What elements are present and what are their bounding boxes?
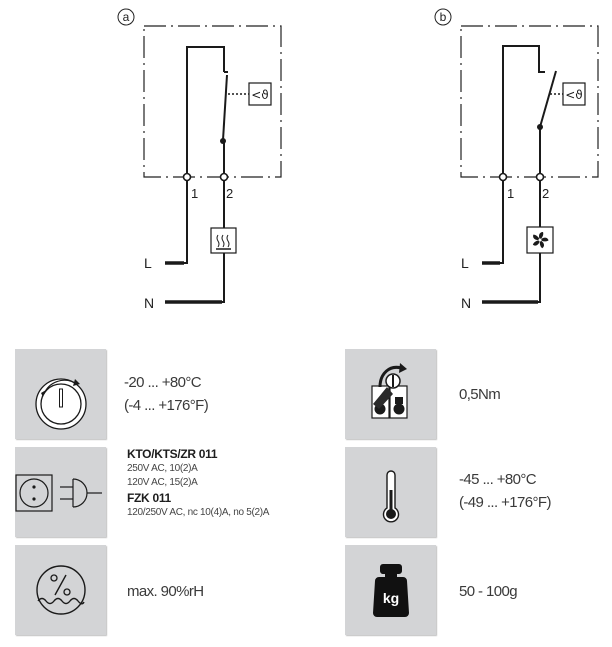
wiring-diagram-b: b <ϑ 1 2 L N xyxy=(434,8,599,311)
setting-range-celsius: -20 ... +80°C xyxy=(124,374,202,391)
neutral-label: N xyxy=(144,295,154,311)
terminal-2 xyxy=(535,172,545,182)
torque-value: 0,5Nm xyxy=(459,386,501,403)
wiring-diagram-a: a <ϑ 1 2 L N xyxy=(117,8,282,311)
setting-range-fahrenheit: (-4 ... +176°F) xyxy=(124,397,209,414)
humidity-icon xyxy=(36,565,86,615)
diagram-id-badge-a: a xyxy=(117,8,135,26)
operating-temperature-fahrenheit: (-49 ... +176°F) xyxy=(459,494,551,511)
live-label: L xyxy=(144,255,152,271)
switch-contact-open xyxy=(539,70,557,128)
model-group-2-title: FZK 011 xyxy=(127,491,171,505)
housing-outline xyxy=(143,25,282,178)
model-group-2-rating-1: 120/250V AC, nc 10(4)A, no 5(2)A xyxy=(127,507,270,518)
thermometer-icon xyxy=(382,470,400,523)
terminal-torque-icon xyxy=(371,363,408,419)
electrical-rating-text: KTO/KTS/ZR 011 250V AC, 10(2)A 120V AC, … xyxy=(127,447,269,520)
wire-terminal-1 xyxy=(502,45,545,174)
weight-icon-label: kg xyxy=(383,590,399,606)
switch-contact-closed xyxy=(222,74,228,141)
weight-text: 50 - 100g xyxy=(459,580,518,603)
terminal-1 xyxy=(182,172,192,182)
operating-temperature-text: -45 ... +80°C (-49 ... +176°F) xyxy=(459,468,551,514)
model-group-1-rating-1: 250V AC, 10(2)A xyxy=(127,463,198,474)
socket-plug-icon xyxy=(15,474,102,512)
temperature-sensor-symbol: <ϑ xyxy=(562,82,586,106)
terminal-1 xyxy=(498,172,508,182)
adjustment-dial-icon xyxy=(35,378,87,430)
diagram-id-label: a xyxy=(123,10,130,24)
humidity-icon-tile xyxy=(15,545,106,635)
weight-icon: kg xyxy=(373,564,409,617)
terminal-torque-icon-tile xyxy=(345,349,436,439)
diagram-id-badge-b: b xyxy=(434,8,452,26)
temperature-sensor-symbol: <ϑ xyxy=(248,82,272,106)
svg-text:<ϑ: <ϑ xyxy=(565,88,582,102)
neutral-label: N xyxy=(461,295,471,311)
fan-icon xyxy=(526,226,554,254)
model-group-1-rating-2: 120V AC, 15(2)A xyxy=(127,477,198,488)
wire-terminal-1 xyxy=(186,46,225,174)
heater-icon xyxy=(210,227,237,254)
terminal-2-label: 2 xyxy=(226,186,233,201)
humidity-value: max. 90%rH xyxy=(127,583,204,600)
thermometer-icon-tile xyxy=(345,447,436,537)
weight-icon-tile: kg xyxy=(345,545,436,635)
terminal-1-label: 1 xyxy=(191,186,198,201)
adjustment-dial-icon-tile xyxy=(15,349,106,439)
socket-plug-icon-tile xyxy=(15,447,106,537)
terminal-2-label: 2 xyxy=(542,186,549,201)
terminal-2 xyxy=(219,172,229,182)
housing-outline xyxy=(460,25,599,178)
operating-temperature-celsius: -45 ... +80°C xyxy=(459,471,537,488)
model-group-1-title: KTO/KTS/ZR 011 xyxy=(127,447,218,461)
live-label: L xyxy=(461,255,469,271)
diagram-id-label: b xyxy=(440,10,447,24)
torque-text: 0,5Nm xyxy=(459,383,501,406)
setting-range-text: -20 ... +80°C (-4 ... +176°F) xyxy=(124,371,209,417)
svg-text:<ϑ: <ϑ xyxy=(251,88,268,102)
terminal-1-label: 1 xyxy=(507,186,514,201)
humidity-text: max. 90%rH xyxy=(127,580,204,603)
weight-value: 50 - 100g xyxy=(459,583,518,600)
